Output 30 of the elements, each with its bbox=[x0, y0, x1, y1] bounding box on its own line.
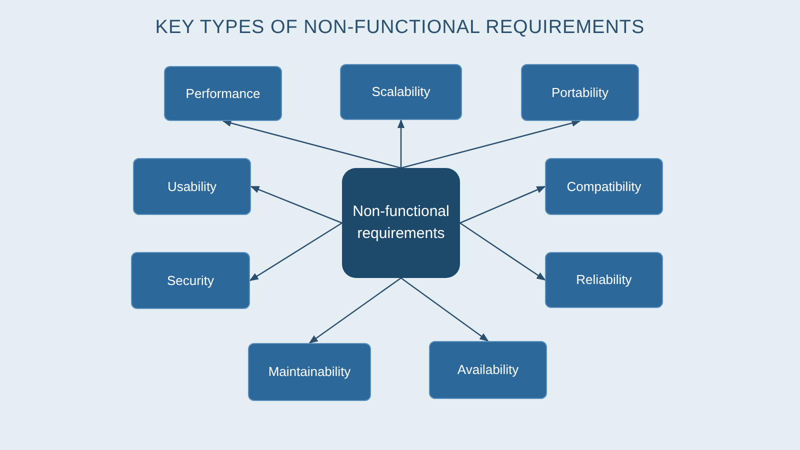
arrow bbox=[222, 120, 402, 169]
requirement-box bbox=[164, 66, 282, 121]
central-box bbox=[342, 168, 460, 278]
requirement-box bbox=[131, 252, 250, 309]
arrow bbox=[400, 120, 581, 169]
box-label: Portability bbox=[551, 84, 609, 102]
title: KEY TYPES OF NON-FUNCTIONAL REQUIREMENTS bbox=[155, 16, 645, 40]
box-label: Compatibility bbox=[566, 178, 642, 196]
requirement-box bbox=[521, 64, 639, 121]
arrow bbox=[308, 277, 402, 344]
box-label: Usability bbox=[167, 178, 217, 196]
box-label: Performance bbox=[186, 84, 260, 103]
requirement-box bbox=[248, 343, 371, 401]
requirement-box bbox=[429, 341, 547, 399]
arrow bbox=[250, 186, 342, 224]
arrow bbox=[400, 277, 489, 342]
arrow bbox=[460, 186, 546, 224]
box-label: Maintainability bbox=[268, 363, 351, 382]
box-label: Non-functional requirements bbox=[352, 202, 450, 244]
requirement-box bbox=[545, 252, 663, 308]
arrow bbox=[249, 222, 342, 282]
box-label: Availability bbox=[457, 361, 519, 380]
box-label: Security bbox=[167, 272, 214, 290]
requirement-box bbox=[340, 64, 462, 120]
box-label: Reliability bbox=[576, 271, 632, 290]
requirement-box bbox=[545, 158, 663, 215]
box-label: Scalability bbox=[372, 83, 430, 102]
arrow bbox=[460, 222, 546, 281]
arrow bbox=[397, 119, 405, 168]
requirement-box bbox=[133, 158, 251, 215]
